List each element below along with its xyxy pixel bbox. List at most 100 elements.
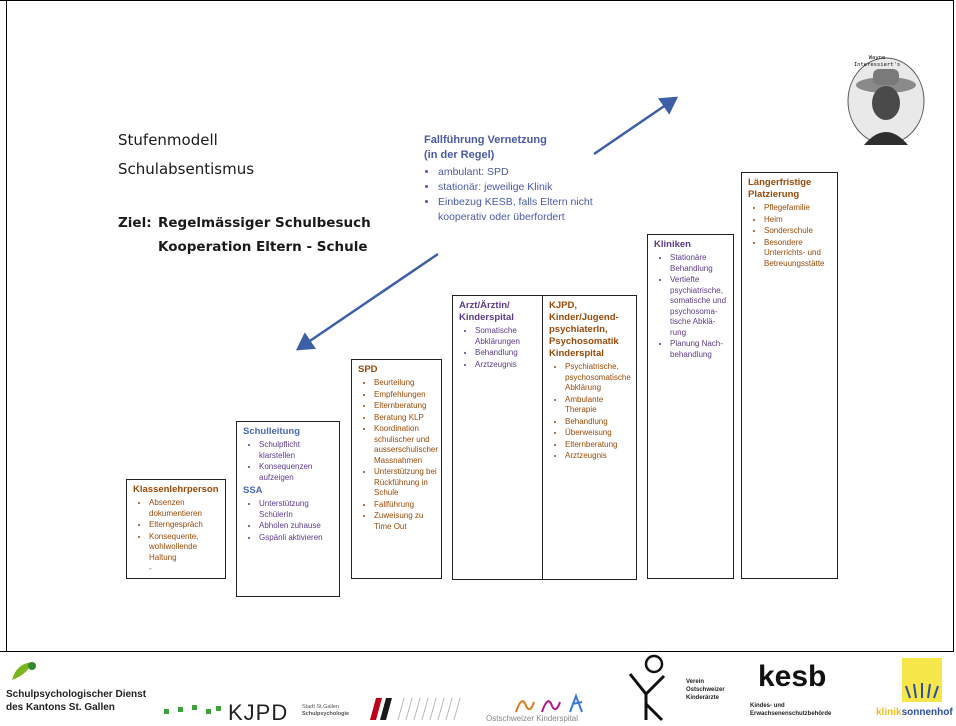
step-trailing-dash: -: [149, 564, 152, 573]
step-item: Empfehlungen: [374, 390, 437, 401]
step-item: Arztzeugnis: [475, 360, 538, 371]
step-item: Behandlung: [565, 417, 632, 428]
verein-kinderaerzte-icon: [628, 654, 666, 722]
step-item: Unterstützung bei Rückführung in Schule: [374, 467, 437, 499]
step-item: Abholen zuhause: [259, 521, 335, 532]
case-management-item: stationär: jeweilige Klinik: [438, 180, 624, 195]
step-item: Arztzeugnis: [565, 451, 632, 462]
verein-logo-line-2: Ostschweizer: [686, 687, 725, 693]
kesb-logo: kesb: [758, 660, 827, 693]
case-management-list: ambulant: SPD stationär: jeweilige Klini…: [424, 165, 624, 225]
case-management-item: ambulant: SPD: [438, 165, 624, 180]
step-list: Unterstützung SchülerIn Abholen zuhause …: [243, 499, 335, 543]
sonnenhof-logo-text: kliniksonnenhof: [876, 707, 956, 718]
step-heading: Schulleitung: [243, 426, 300, 437]
slide-frame: [0, 0, 954, 652]
step-item: Koordination schulischer und ausserschul…: [374, 424, 438, 466]
kesb-logo-subtitle-line-2: Erwachsenenschutzbehörde: [750, 711, 832, 717]
step-item: Elternberatung: [374, 401, 437, 412]
verein-logo-line-1: Verein: [686, 679, 705, 685]
step-box-arzt: Arzt/Ärztin/ Kinderspital Somatische Abk…: [452, 295, 543, 580]
goal-label: Ziel:: [118, 215, 152, 231]
title-line-2: Schulabsentismus: [118, 160, 255, 178]
step-box-kjpd: KJPD, Kinder/Jugend-psychiaterIn, Psycho…: [542, 295, 637, 580]
step-heading: Klassenlehrperson: [133, 484, 219, 495]
photo-caption-line-1: Wayne: [868, 55, 886, 61]
step-item: Besondere Unterrichts- und Betreuungsstä…: [764, 238, 833, 270]
step-list: Somatische Abklärungen Behandlung Arztze…: [459, 326, 538, 370]
sonnenhof-logo-klinik: klinik: [876, 707, 902, 718]
step-item: Planung Nach-behandlung: [670, 339, 729, 360]
step-box-spd: SPD Beurteilung Empfehlungen Elternberat…: [351, 359, 442, 579]
step-item: Elterngespräch: [149, 520, 221, 531]
step-box-platzierung: Längerfristige Platzierung Pflegefamilie…: [741, 172, 838, 579]
step-item: Überweisung: [565, 428, 632, 439]
step-list: Absenzen dokumentieren Elterngespräch Ko…: [133, 498, 221, 563]
step-item: Unterstützung SchülerIn: [259, 499, 335, 520]
goal-line-1: Regelmässiger Schulbesuch: [158, 215, 371, 231]
spd-logo-line-2: des Kantons St. Gallen: [6, 702, 115, 713]
step-item: Beratung KLP: [374, 413, 437, 424]
case-management-note: Fallführung Vernetzung (in der Regel) am…: [424, 133, 624, 225]
case-management-heading-1: Fallführung Vernetzung: [424, 134, 547, 146]
spd-logo-text: Schulpsychologischer Dienst des Kantons …: [6, 688, 146, 714]
step-subheading-ssa: SSA: [243, 485, 263, 496]
kesb-logo-subtitle: Kindes- und Erwachsenenschutzbehörde: [750, 702, 831, 718]
step-item: Gspänli aktivieren: [259, 533, 335, 544]
slide-left-border: [6, 0, 7, 652]
step-item: Zuweisung zu Time Out: [374, 511, 437, 532]
verein-logo-text: Verein Ostschweizer Kinderärzte: [686, 678, 725, 702]
step-item: Konsequenzen aufzeigen: [259, 462, 335, 483]
step-item: Ambulante Therapie: [565, 395, 632, 416]
step-box-kliniken: Kliniken Stationäre Behandlung Vertiefte…: [647, 234, 734, 579]
kinderspital-figures-icon: [515, 693, 583, 713]
sonnenhof-sun-icon: [902, 658, 942, 702]
step-item: Sonderschule: [764, 226, 833, 237]
step-list: Stationäre Behandlung Vertiefte psychiat…: [654, 253, 729, 360]
step-list: Pflegefamilie Heim Sonderschule Besonder…: [748, 203, 833, 269]
wayne-portrait-image: [847, 57, 925, 145]
case-management-heading-2: (in der Regel): [424, 149, 495, 161]
step-list: Schulpflicht klarstellen Konsequenzen au…: [243, 440, 335, 483]
step-item: Stationäre Behandlung: [670, 253, 729, 274]
stadt-logo-line-1: Stadt St.Gallen: [302, 704, 339, 710]
step-item: Beurteilung: [374, 378, 437, 389]
kesb-logo-subtitle-line-1: Kindes- und: [750, 703, 785, 709]
step-item: Heim: [764, 215, 833, 226]
step-item: Behandlung: [475, 348, 538, 359]
step-box-klassenlehrperson: Klassenlehrperson Absenzen dokumentieren…: [126, 479, 226, 579]
spd-logo-line-1: Schulpsychologischer Dienst: [6, 689, 147, 700]
photo-caption: Wayne Interessiert's: [842, 55, 912, 69]
step-item: Elternberatung: [565, 440, 632, 451]
step-item: Pflegefamilie: [764, 203, 833, 214]
step-list: Psychiatrische, psychosomatische Abkläru…: [549, 362, 632, 462]
arrow-down-left: [295, 252, 439, 351]
goal-line-2: Kooperation Eltern - Schule: [158, 239, 368, 255]
step-heading: Arzt/Ärztin/ Kinderspital: [459, 300, 514, 323]
kinderspital-logo-text: Ostschweizer Kinderspital: [486, 714, 579, 723]
step-list: Beurteilung Empfehlungen Elternberatung …: [358, 378, 438, 532]
photo-caption-line-2: Interessiert's: [853, 62, 901, 68]
step-item: Absenzen dokumentieren: [149, 498, 221, 519]
step-item: Fallführung: [374, 500, 437, 511]
sonnenhof-logo-name: sonnenhof: [901, 707, 953, 718]
title-line-1: Stufenmodell: [118, 131, 218, 149]
step-heading: SPD: [358, 364, 378, 375]
case-management-item: Einbezug KESB, falls Eltern nicht kooper…: [438, 195, 624, 225]
stadt-logo-line-2: Schulpsychologie: [302, 711, 350, 717]
kjpd-dots-icon: [164, 705, 221, 714]
step-box-schulleitung: Schulleitung Schulpflicht klarstellen Ko…: [236, 421, 340, 597]
partner-logos-bar: Schulpsychologischer Dienst des Kantons …: [0, 652, 956, 725]
step-item: Schulpflicht klarstellen: [259, 440, 335, 461]
step-heading: KJPD, Kinder/Jugend-psychiaterIn, Psycho…: [549, 300, 619, 359]
step-heading: Kliniken: [654, 239, 691, 250]
arrows-layer: [295, 96, 679, 351]
step-item: Vertiefte psychiatrische, somatische und…: [670, 275, 729, 338]
spd-leaf-icon: [12, 662, 36, 680]
verein-logo-line-3: Kinderärzte: [686, 695, 720, 701]
step-item: Psychiatrische, psychosomatische Abkläru…: [565, 362, 632, 394]
step-item: Somatische Abklärungen: [475, 326, 538, 347]
stadt-logo-text: Stadt St.Gallen Schulpsychologie: [302, 704, 349, 718]
kjpd-logo: KJPD: [228, 700, 289, 725]
step-item: Konsequente, wohlwollende Haltung: [149, 532, 221, 564]
